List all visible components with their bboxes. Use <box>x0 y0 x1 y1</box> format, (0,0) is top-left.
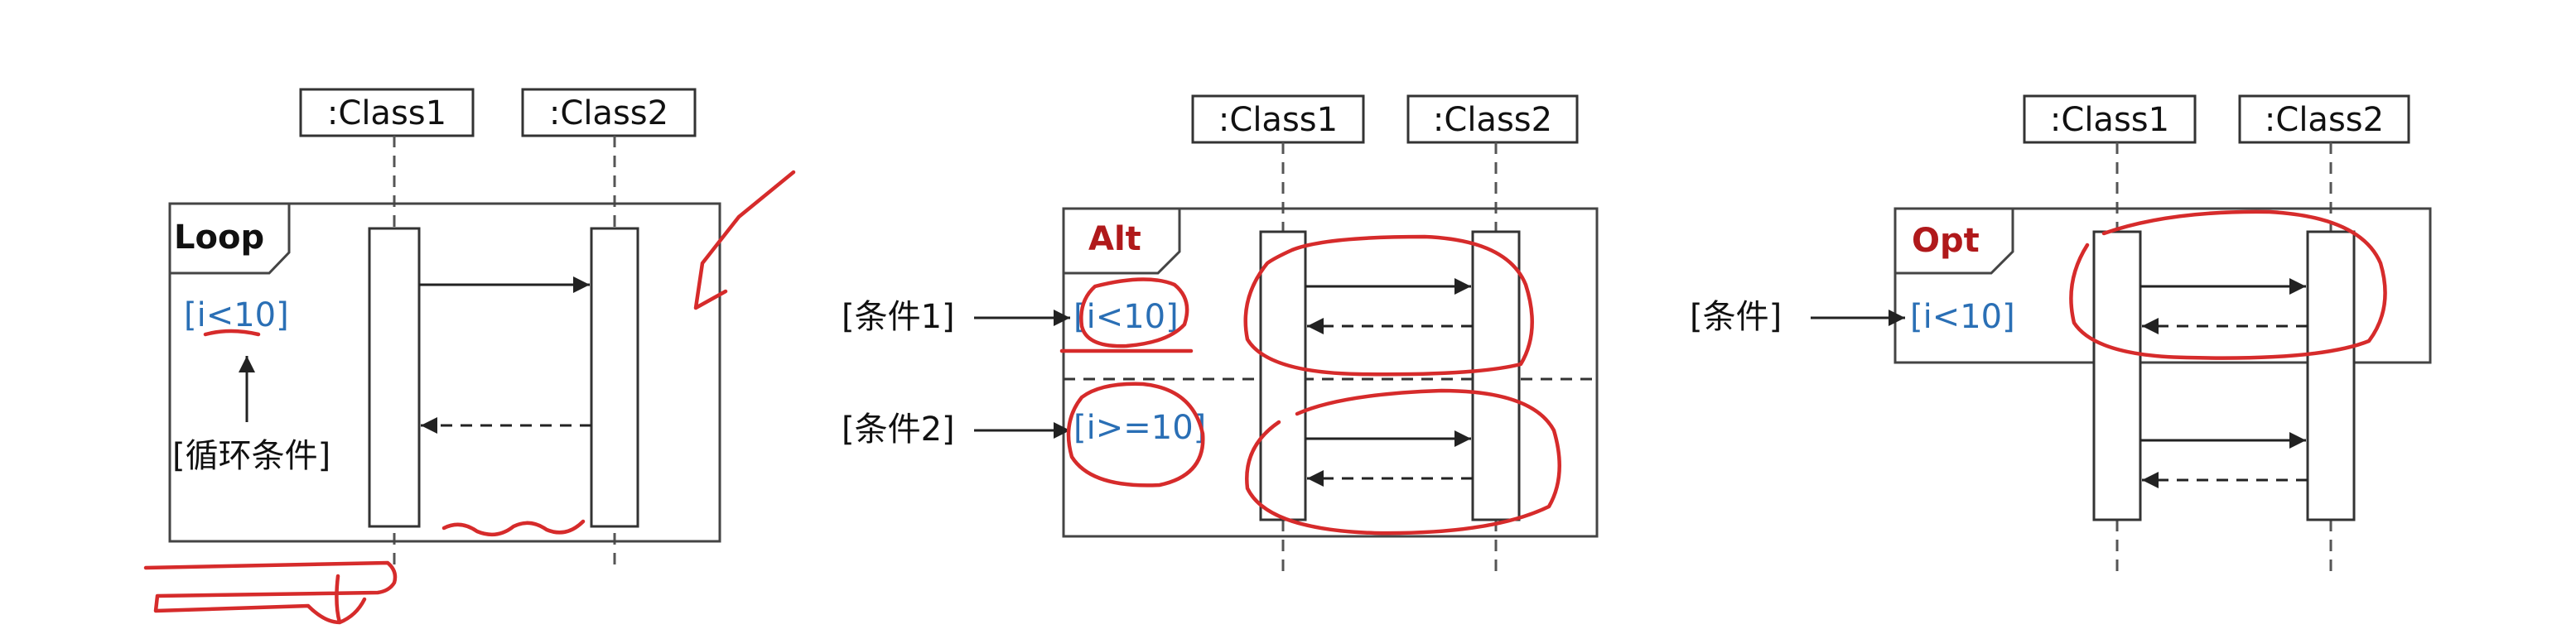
opt-condition-note: [条件] <box>1690 298 1782 336</box>
class1-header: :Class1 <box>2023 94 2197 144</box>
class2-label: :Class2 <box>1433 101 1552 139</box>
loop-operator-label: Loop <box>174 219 264 257</box>
class2-header: :Class2 <box>1406 94 1579 144</box>
opt-operator-label: Opt <box>1912 222 1980 260</box>
loop-fragment-frame <box>168 202 721 543</box>
alt-operator-label: Alt <box>1088 220 1141 258</box>
alt-operator-tab <box>1064 209 1181 275</box>
class1-header: :Class1 <box>299 88 475 137</box>
class2-header: :Class2 <box>2238 94 2410 144</box>
loop-condition-note: [循环条件] <box>172 437 330 475</box>
alt-condition-note-2: [条件2] <box>842 411 955 449</box>
checkmark-annotation <box>693 170 796 310</box>
class2-activation-bar <box>1471 230 1521 521</box>
class2-label: :Class2 <box>549 94 668 132</box>
opt-circle-annotation <box>2069 209 2387 360</box>
alt-guard-1: [i<10] <box>1073 298 1179 336</box>
operand1-circle-annotation <box>1243 234 1534 377</box>
class2-activation-bar <box>590 227 639 528</box>
opt-fragment-frame <box>1893 207 2432 364</box>
opt-guard-condition: [i<10] <box>1910 298 2015 336</box>
class1-header: :Class1 <box>1191 94 1365 144</box>
loop-diagram: :Class1 :Class2 Loop [i<10] [循环条件] <box>143 88 796 625</box>
loop-guard-condition: [i<10] <box>184 296 289 334</box>
guard2-circle-annotation <box>1066 382 1205 488</box>
class1-activation-bar <box>1259 230 1307 521</box>
alt-guard-2: [i>=10] <box>1073 409 1206 447</box>
alt-condition-note-1: [条件1] <box>842 298 955 336</box>
class1-label: :Class1 <box>327 94 446 132</box>
opt-operator-tab <box>1895 209 2014 275</box>
class1-label: :Class1 <box>1218 101 1338 139</box>
alt-diagram: :Class1 :Class2 Alt [i<10] [i>=10] [条件1]… <box>842 94 1599 574</box>
guard-underline-annotation <box>203 329 261 337</box>
class2-activation-bar <box>2306 230 2356 521</box>
alt-fragment-frame <box>1062 207 1599 538</box>
loop-operator-tab <box>170 204 291 275</box>
class2-header: :Class2 <box>521 88 697 137</box>
class1-activation-bar <box>368 227 421 528</box>
bracket-scribble-annotation <box>143 560 398 625</box>
class1-activation-bar <box>2092 230 2142 521</box>
guard1-circle-annotation <box>1079 277 1189 348</box>
opt-diagram: :Class1 :Class2 Opt [i<10] [条件] <box>1690 94 2432 571</box>
operand2-circle-annotation <box>1245 388 1561 536</box>
class2-label: :Class2 <box>2265 101 2384 139</box>
class1-label: :Class1 <box>2050 101 2169 139</box>
squiggle-annotation <box>441 519 586 537</box>
